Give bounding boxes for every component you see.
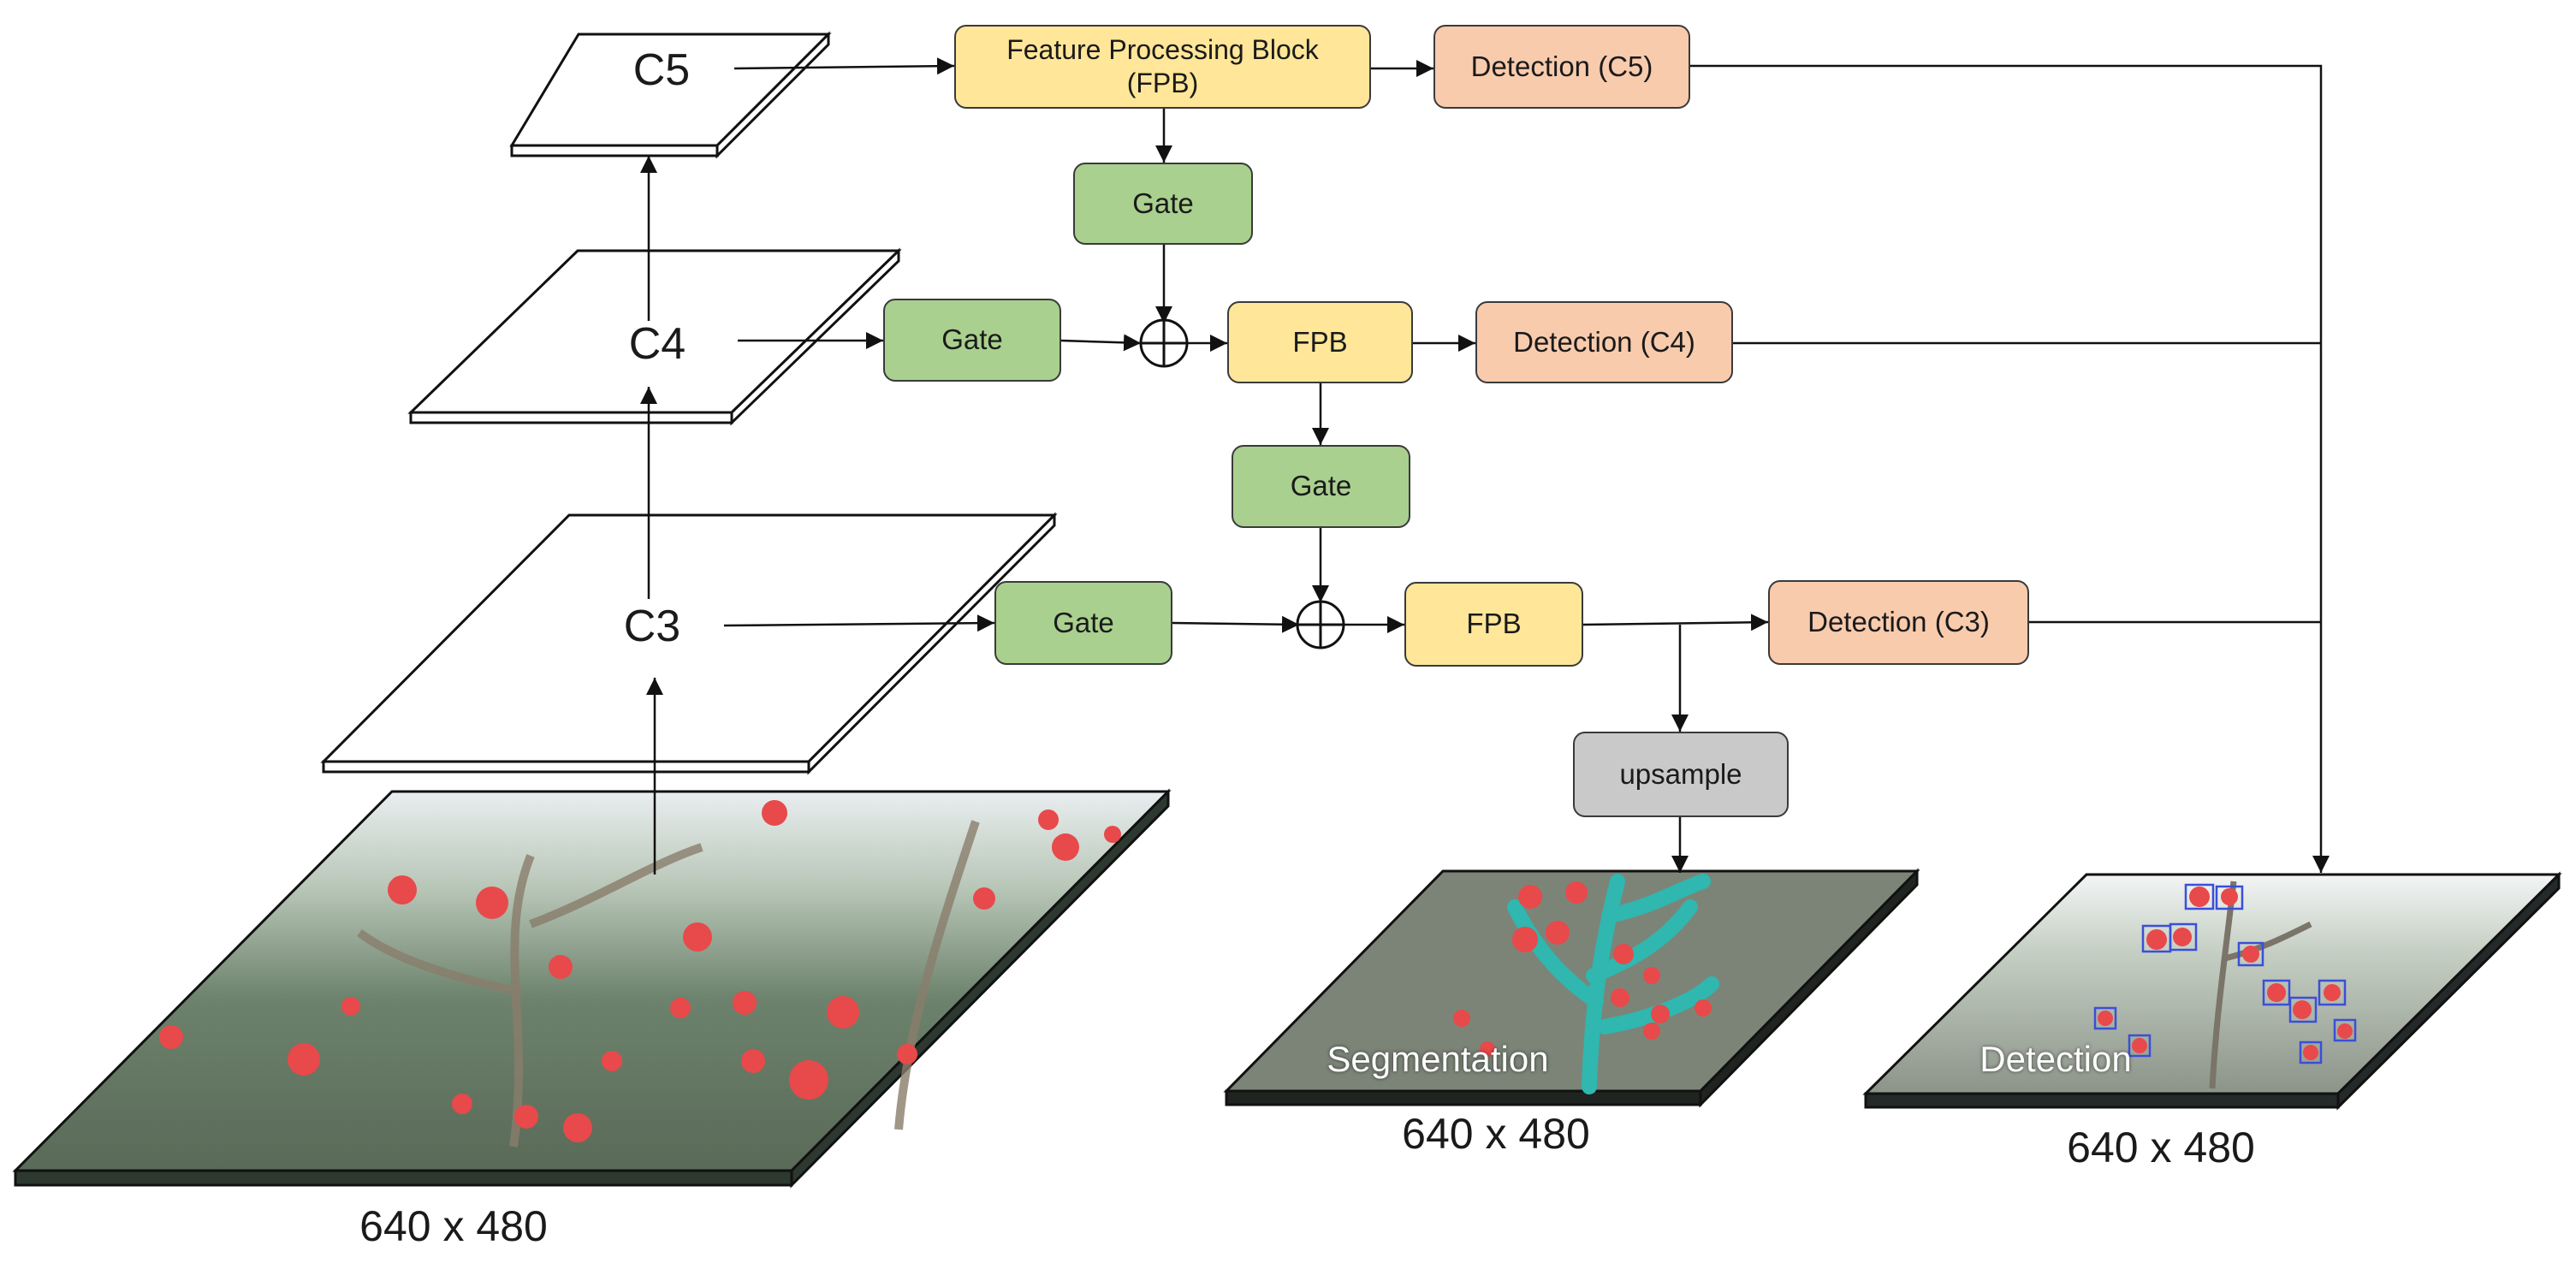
arrow-c5-to-fpb	[733, 57, 955, 75]
upsample-block[interactable]: upsample	[1573, 732, 1789, 817]
arrow-c3-to-gate	[723, 614, 995, 632]
segmentation-mask	[1507, 874, 1719, 1094]
layer-c4	[407, 247, 902, 426]
detection-label: Detection	[1979, 1039, 2132, 1079]
segmentation-apples	[1453, 881, 1712, 1057]
gate-mid-down-block[interactable]: Gate	[1232, 445, 1410, 528]
fpb-top-block[interactable]: Feature Processing Block (FPB)	[954, 25, 1371, 109]
gate-top-down-block[interactable]: Gate	[1073, 163, 1253, 245]
segmentation-dimension: 640 x 480	[1402, 1110, 1590, 1158]
detection-apples	[2098, 887, 2353, 1060]
detection-dimension: 640 x 480	[2067, 1124, 2255, 1171]
detection-c5-block[interactable]: Detection (C5)	[1433, 25, 1690, 109]
detection-image	[1862, 871, 2562, 1111]
layer-c3	[320, 512, 1058, 775]
input-image-branches	[357, 820, 980, 1147]
segmentation-label: Segmentation	[1327, 1039, 1549, 1079]
layer-c5	[509, 31, 832, 159]
label-c3: C3	[623, 602, 681, 651]
arrow-gate-to-sum3-h	[1172, 615, 1300, 633]
line-det-c5	[1690, 64, 2330, 873]
sum-node-c3	[1296, 600, 1345, 649]
label-c5: C5	[632, 45, 691, 95]
label-c4: C4	[628, 319, 686, 369]
input-image-apples	[159, 800, 1121, 1142]
gate-c3-block[interactable]: Gate	[994, 581, 1172, 665]
detection-bboxes	[2093, 883, 2357, 1064]
sum-node-c4	[1139, 318, 1189, 368]
detection-c4-block[interactable]: Detection (C4)	[1475, 301, 1733, 383]
fpb-low-block[interactable]: FPB	[1404, 582, 1583, 667]
gate-c4-block[interactable]: Gate	[883, 299, 1061, 382]
detection-c3-block[interactable]: Detection (C3)	[1768, 580, 2029, 665]
segmentation-image	[1223, 868, 1920, 1108]
input-dimension: 640 x 480	[359, 1202, 548, 1250]
arrow-gate-to-sum4	[1060, 334, 1142, 352]
connectors	[640, 57, 2330, 875]
fpb-mid-block[interactable]: FPB	[1227, 301, 1413, 383]
input-image	[12, 788, 1172, 1189]
arrow-fpb-to-det-c3	[1582, 614, 1769, 632]
